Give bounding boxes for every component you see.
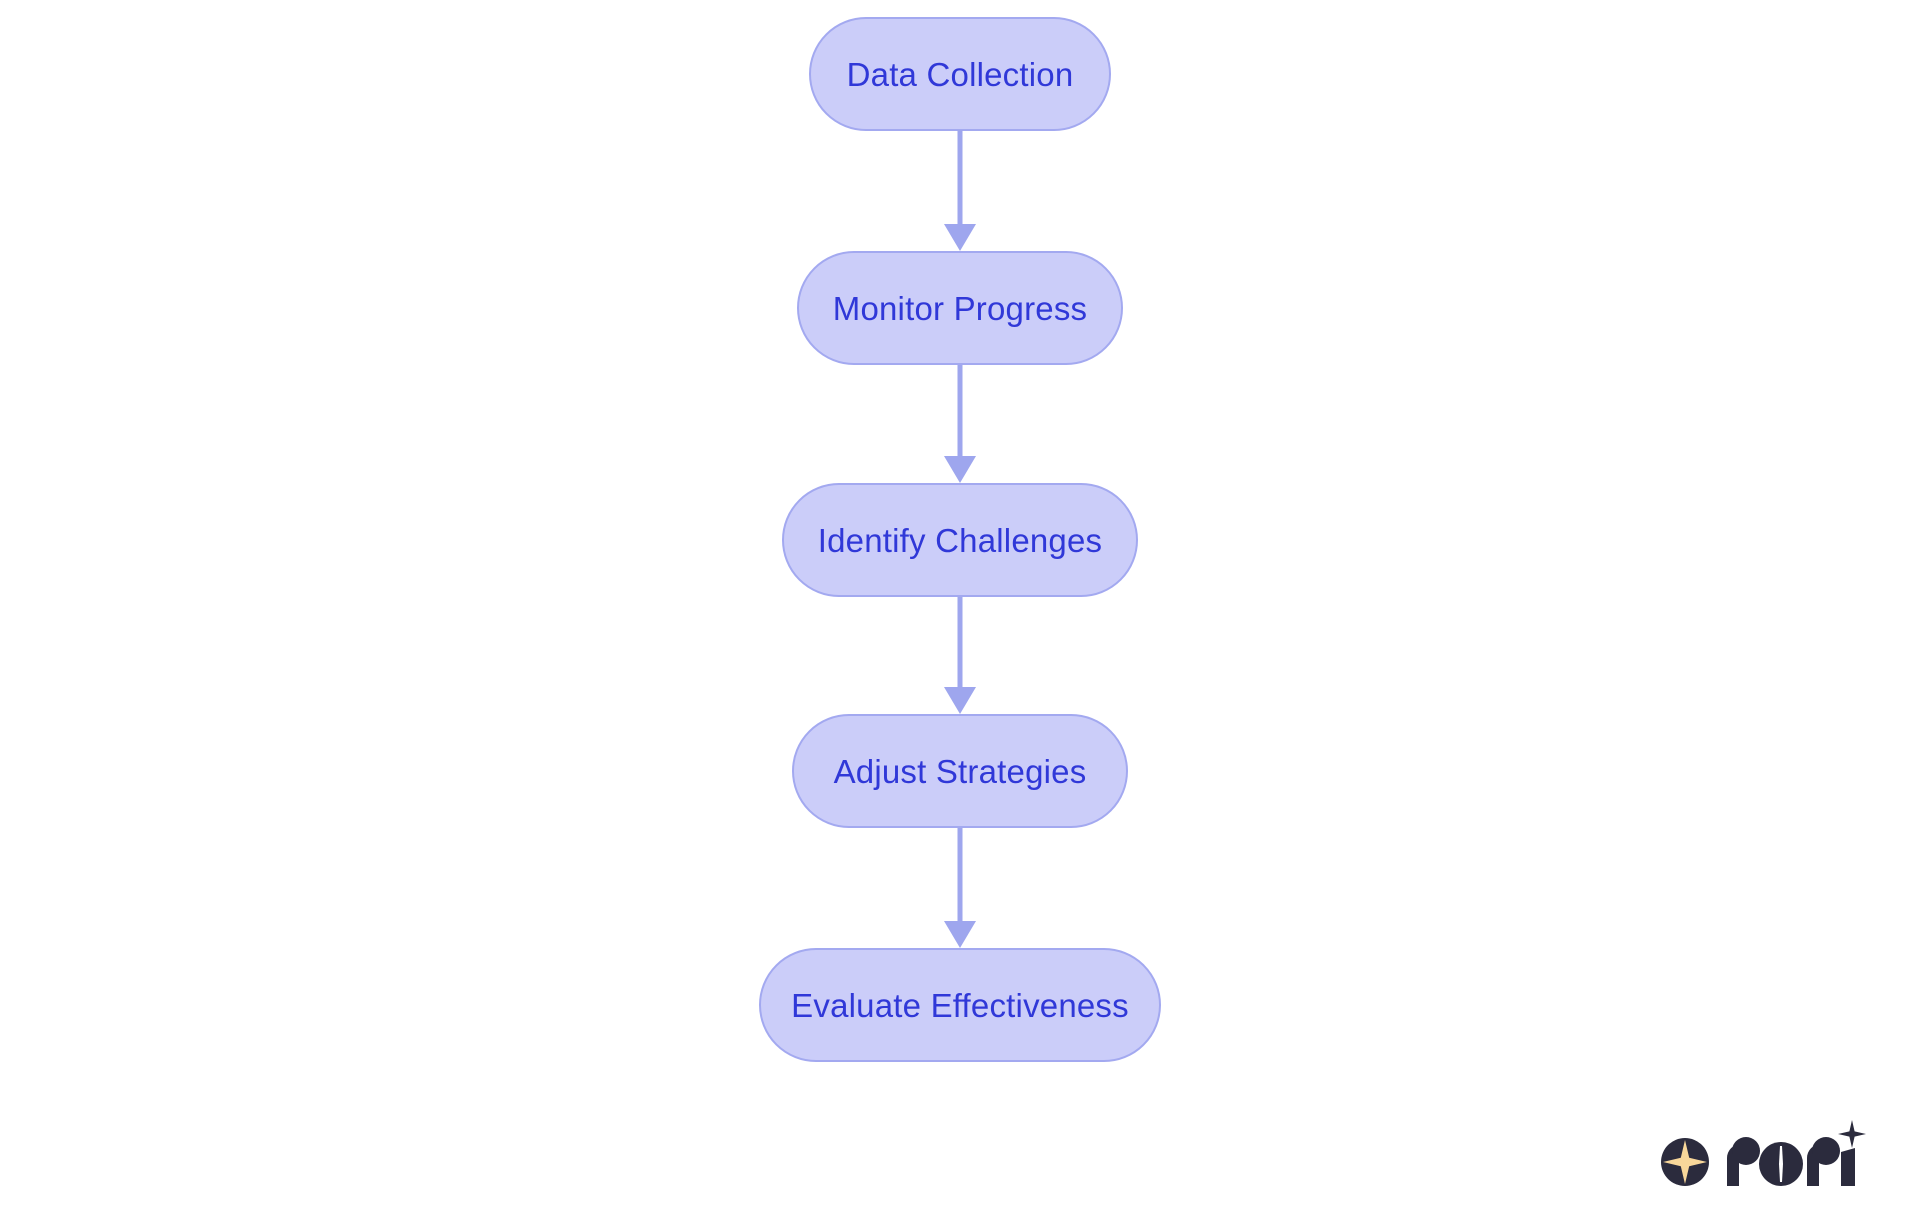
- flow-connector-3: [944, 828, 976, 948]
- arrowhead-down-icon: [944, 224, 976, 251]
- flow-connector-0: [944, 130, 976, 251]
- flow-node-label: Adjust Strategies: [833, 752, 1087, 790]
- flow-connector-2: [944, 597, 976, 714]
- flow-node-monitor-progress[interactable]: Monitor Progress: [797, 251, 1123, 365]
- connector-stem: [957, 828, 963, 921]
- sparkle-icon: [1838, 1120, 1866, 1148]
- flow-node-label: Data Collection: [846, 55, 1074, 93]
- four-point-star-in-circle-icon: [1661, 1138, 1709, 1186]
- arrowhead-down-icon: [944, 456, 976, 483]
- flow-connector-1: [944, 365, 976, 483]
- flow-node-evaluate-effectiveness[interactable]: Evaluate Effectiveness: [759, 948, 1161, 1062]
- flow-node-adjust-strategies[interactable]: Adjust Strategies: [792, 714, 1128, 828]
- flow-node-label: Evaluate Effectiveness: [791, 986, 1129, 1024]
- arrowhead-down-icon: [944, 687, 976, 714]
- rori-logo: [1661, 1120, 1866, 1186]
- arrowhead-down-icon: [944, 921, 976, 948]
- connector-stem: [957, 597, 963, 687]
- flow-node-data-collection[interactable]: Data Collection: [809, 17, 1111, 131]
- rori-wordmark: [1727, 1120, 1866, 1186]
- flow-node-label: Identify Challenges: [817, 521, 1103, 559]
- connector-stem: [957, 365, 963, 456]
- flow-node-label: Monitor Progress: [832, 289, 1088, 327]
- connector-stem: [957, 130, 963, 224]
- flow-node-identify-challenges[interactable]: Identify Challenges: [782, 483, 1138, 597]
